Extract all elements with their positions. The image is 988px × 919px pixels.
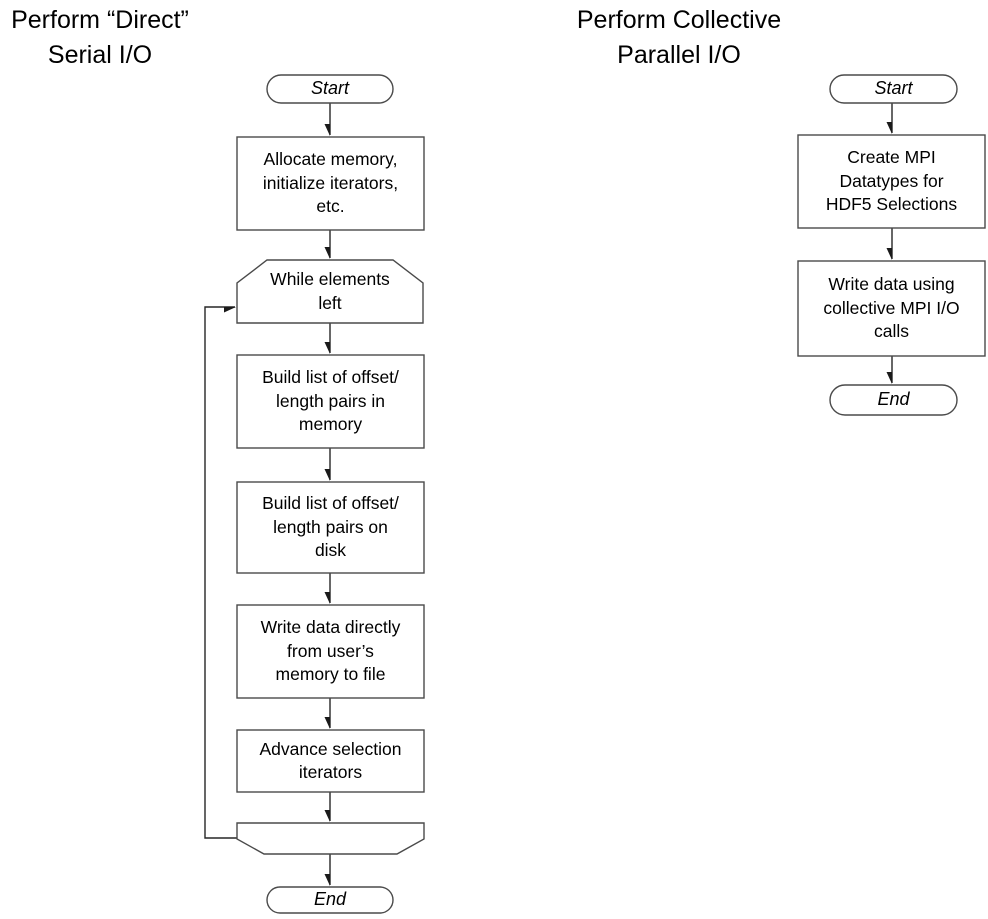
- right-create-mpi-process-shape: [797, 134, 986, 229]
- left-advance-process-shape: [236, 729, 425, 793]
- left-loop-end-shape: [236, 822, 425, 855]
- left-write-direct-process-shape: [236, 604, 425, 699]
- left-while-loop-start-shape: [236, 259, 424, 324]
- right-end-terminator-shape: [829, 384, 958, 416]
- left-allocate-process-shape: [236, 136, 425, 231]
- left-flow-title: Perform “Direct” Serial I/O: [11, 6, 189, 69]
- right-flow-title: Perform Collective Parallel I/O: [576, 6, 782, 69]
- left-build-memory-process-shape: [236, 354, 425, 449]
- connector-loop-back: [204, 306, 237, 839]
- left-start-terminator-shape: [266, 74, 394, 104]
- right-write-collective-process-shape: [797, 260, 986, 357]
- left-end-terminator-shape: [266, 886, 394, 914]
- left-build-disk-process-shape: [236, 481, 425, 574]
- right-start-terminator-shape: [829, 74, 958, 104]
